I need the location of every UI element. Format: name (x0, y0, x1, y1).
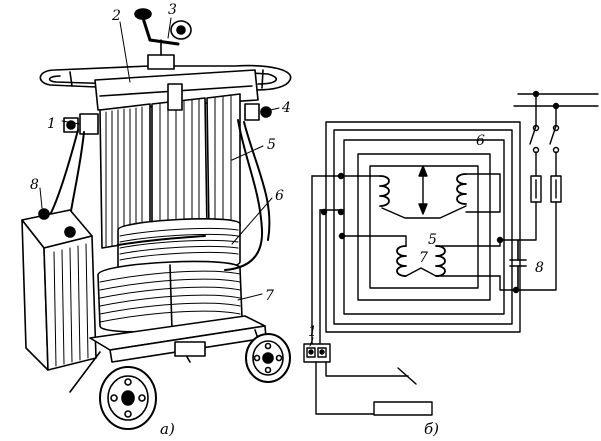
wheel-front-right (245, 333, 291, 383)
trolley-frame (69, 315, 267, 393)
lower-winding-link (405, 267, 437, 277)
upper-winding-left (379, 175, 390, 207)
callout-right-5: 5 (428, 232, 437, 248)
terminal-right (244, 103, 272, 121)
callout-right-6: 6 (476, 133, 485, 149)
capacitor-box (21, 208, 97, 371)
workpiece (373, 401, 433, 416)
leader-lines (39, 17, 280, 301)
callout-right-7: 7 (419, 250, 428, 266)
labels: 1 2 3 4 5 6 7 8 а) 1 5 6 7 8 б) (30, 2, 544, 438)
schematic-leaders (309, 337, 314, 347)
welding-leads (315, 361, 417, 415)
callout-left-2: 2 (111, 8, 121, 24)
lower-winding-right (435, 245, 446, 277)
callout-right-1: 1 (308, 324, 317, 340)
top-handle-frame (39, 64, 292, 91)
upper-winding-right (456, 173, 467, 205)
callout-left-6: 6 (275, 188, 284, 204)
regulating-screw-handle (134, 8, 192, 46)
circuit-schematic (303, 90, 599, 416)
callout-right-8: 8 (535, 260, 544, 276)
callout-left-7: 7 (265, 288, 274, 304)
terminal-left (63, 113, 99, 135)
caption-left: а) (160, 420, 175, 438)
core-outline-rectangles (325, 121, 521, 333)
wheel-front-left (99, 366, 157, 430)
transformer-illustration (21, 8, 292, 430)
secondary-terminal-block (303, 343, 331, 363)
cables (49, 119, 271, 271)
callout-left-3: 3 (168, 2, 177, 18)
callout-left-5: 5 (267, 137, 276, 153)
callout-left-4: 4 (281, 100, 291, 116)
lower-winding-left (396, 245, 407, 277)
callout-left-8: 8 (30, 177, 39, 193)
callout-left-1: 1 (47, 116, 56, 132)
caption-right: б) (424, 420, 439, 438)
upper-moving-arrow (381, 165, 467, 219)
capacitor-symbol (509, 239, 527, 291)
supply-wiring (435, 90, 599, 294)
